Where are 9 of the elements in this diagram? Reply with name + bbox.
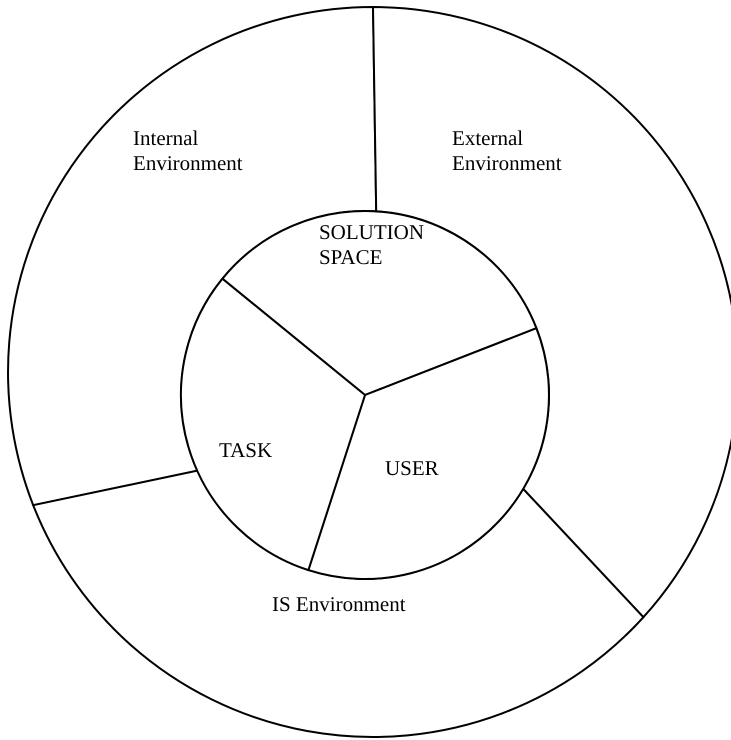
- region-label: IS Environment: [272, 592, 406, 617]
- region-label: SOLUTION SPACE: [319, 220, 425, 270]
- region-label: USER: [385, 456, 439, 481]
- pie-sector: [307, 327, 550, 580]
- pie-sector: [180, 278, 366, 572]
- region-label: Internal Environment: [133, 126, 244, 176]
- region-label: TASK: [219, 438, 272, 463]
- region-label: External Environment: [452, 126, 563, 176]
- pie-sector: [221, 210, 538, 396]
